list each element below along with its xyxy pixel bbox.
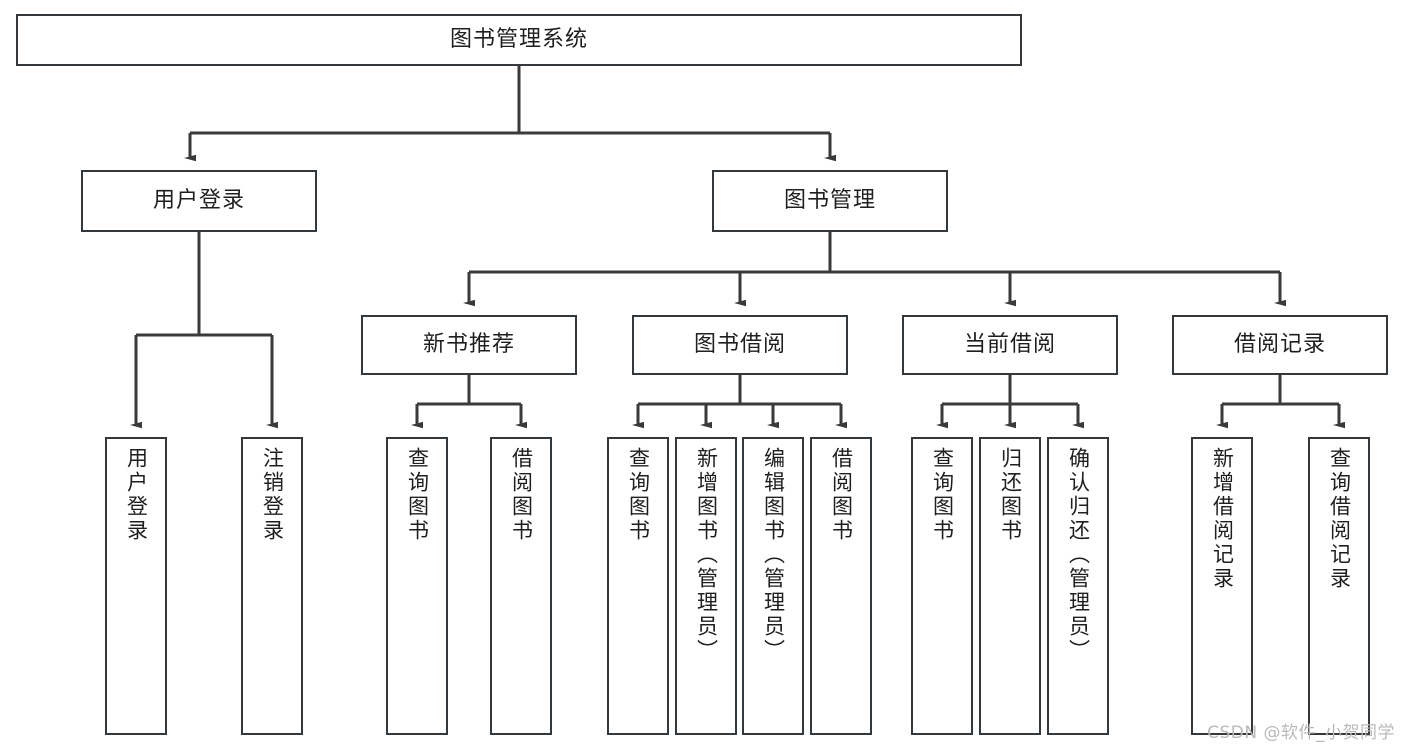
leaf-confirm-return-admin-label: 确认归还（管理员） [1066, 447, 1091, 663]
node-current-borrow-label: 当前借阅 [963, 332, 1056, 358]
leaf-newbook-borrow-book[interactable]: 借阅图书 [490, 437, 552, 735]
leaf-newbook-query-book-label: 查询图书 [405, 447, 430, 543]
leaf-return-book[interactable]: 归还图书 [979, 437, 1041, 735]
leaf-borrow-query-book[interactable]: 查询图书 [607, 437, 669, 735]
leaf-borrow-book[interactable]: 借阅图书 [810, 437, 872, 735]
leaf-newbook-borrow-book-label: 借阅图书 [509, 447, 534, 543]
leaf-confirm-return-admin[interactable]: 确认归还（管理员） [1047, 437, 1109, 735]
node-login-label: 用户登录 [152, 188, 245, 214]
leaf-query-borrow-record[interactable]: 查询借阅记录 [1308, 437, 1370, 735]
leaf-logout[interactable]: 注销登录 [241, 437, 303, 735]
node-new-book-recommend-label: 新书推荐 [422, 332, 515, 358]
node-new-book-recommend[interactable]: 新书推荐 [361, 315, 577, 375]
leaf-current-query-book[interactable]: 查询图书 [911, 437, 973, 735]
node-borrow-records[interactable]: 借阅记录 [1172, 315, 1388, 375]
leaf-query-borrow-record-label: 查询借阅记录 [1327, 447, 1352, 591]
leaf-edit-book-admin-label: 编辑图书（管理员） [761, 447, 786, 663]
leaf-borrow-book-label: 借阅图书 [829, 447, 854, 543]
leaf-current-query-book-label: 查询图书 [930, 447, 955, 543]
leaf-borrow-query-book-label: 查询图书 [626, 447, 651, 543]
node-login[interactable]: 用户登录 [81, 170, 317, 232]
node-root[interactable]: 图书管理系统 [16, 14, 1022, 66]
node-book-management[interactable]: 图书管理 [712, 170, 948, 232]
leaf-add-book-admin-label: 新增图书（管理员） [694, 447, 719, 663]
leaf-user-login-label: 用户登录 [124, 447, 149, 543]
node-root-label: 图书管理系统 [449, 27, 588, 53]
leaf-newbook-query-book[interactable]: 查询图书 [386, 437, 448, 735]
leaf-add-book-admin[interactable]: 新增图书（管理员） [675, 437, 737, 735]
node-borrow-records-label: 借阅记录 [1233, 332, 1326, 358]
node-current-borrow[interactable]: 当前借阅 [902, 315, 1118, 375]
leaf-return-book-label: 归还图书 [998, 447, 1023, 543]
leaf-user-login[interactable]: 用户登录 [105, 437, 167, 735]
node-book-borrow-label: 图书借阅 [693, 332, 786, 358]
watermark-text: CSDN @软件_小贺同学 [1207, 723, 1395, 743]
leaf-edit-book-admin[interactable]: 编辑图书（管理员） [742, 437, 804, 735]
leaf-add-borrow-record-label: 新增借阅记录 [1210, 447, 1235, 591]
leaf-add-borrow-record[interactable]: 新增借阅记录 [1191, 437, 1253, 735]
leaf-logout-label: 注销登录 [260, 447, 285, 543]
node-book-management-label: 图书管理 [783, 188, 876, 214]
node-book-borrow[interactable]: 图书借阅 [632, 315, 848, 375]
